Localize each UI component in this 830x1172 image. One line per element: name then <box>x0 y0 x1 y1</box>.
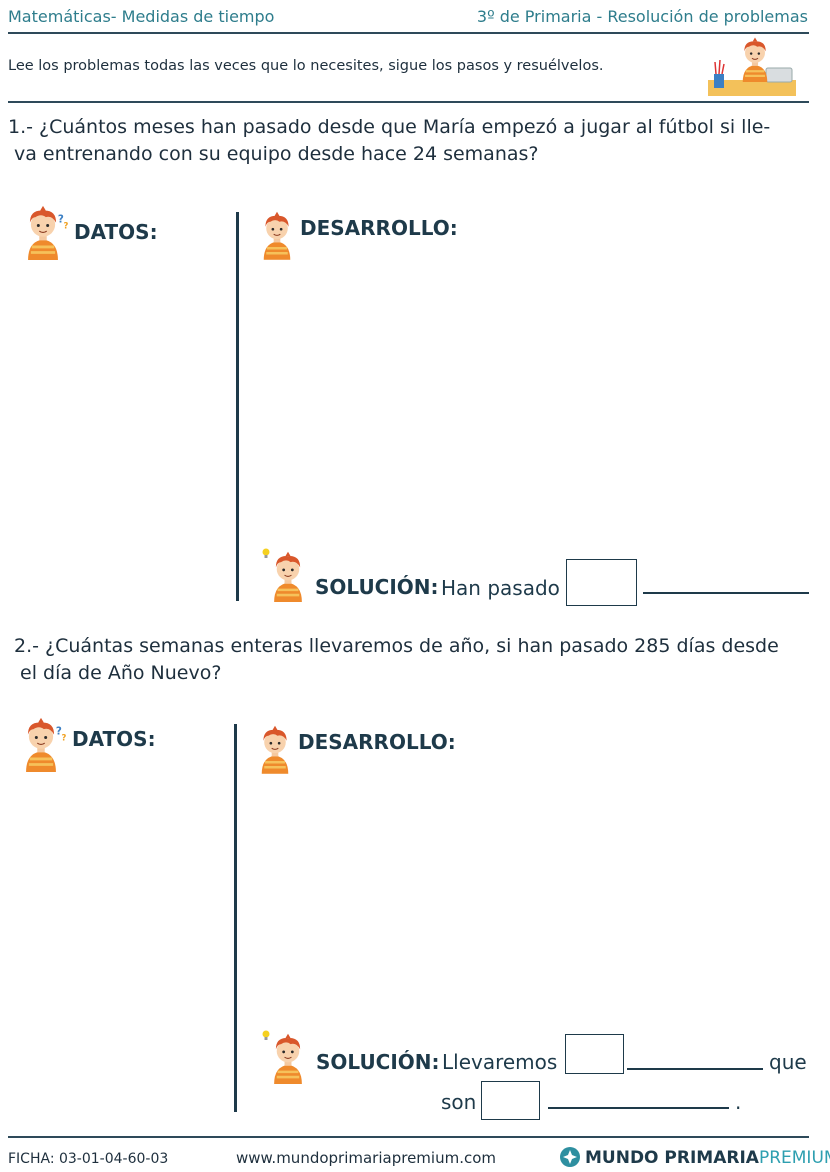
problem2-divider <box>234 724 237 1112</box>
problem1-answer-box[interactable] <box>566 559 637 606</box>
problem1-line2: va entrenando con su equipo desde hace 2… <box>14 143 539 165</box>
problem2-period: . <box>735 1090 742 1114</box>
problem2-line1: 2.- ¿Cuántas semanas enteras llevaremos … <box>14 635 779 657</box>
pondering-kid-icon <box>256 206 298 264</box>
problem1-desarrollo-label: DESARROLLO: <box>300 216 458 240</box>
svg-text:?: ? <box>62 732 67 742</box>
problem1-line1: 1.- ¿Cuántos meses han pasado desde que … <box>8 116 771 138</box>
svg-text:?: ? <box>64 220 69 230</box>
instructions-text: Lee los problemas todas las veces que lo… <box>8 58 604 74</box>
pondering-kid-icon <box>254 720 296 778</box>
thinking-kid-icon: ? ? <box>15 204 71 260</box>
header-subject: Matemáticas- Medidas de tiempo <box>8 7 275 26</box>
kid-at-desk-illustration <box>706 36 798 98</box>
problem2-days-box[interactable] <box>481 1081 540 1120</box>
problem2-weeks-box[interactable] <box>565 1034 624 1074</box>
problem2-datos-label: DATOS: <box>72 727 156 751</box>
instructions-rule <box>8 101 809 103</box>
problem1-answer-unit-line[interactable] <box>643 592 809 594</box>
problem2-weeks-line[interactable] <box>627 1068 763 1070</box>
problem2-desarrollo-label: DESARROLLO: <box>298 730 456 754</box>
brand-logo-icon <box>559 1146 581 1168</box>
idea-kid-icon <box>260 544 312 604</box>
svg-text:?: ? <box>58 214 64 226</box>
problem2-son-text: son <box>441 1090 477 1114</box>
problem2-solucion-label: SOLUCIÓN: <box>316 1050 440 1074</box>
problem1-solucion-label: SOLUCIÓN: <box>315 575 439 599</box>
footer-brand-light: PREMIUM <box>758 1148 830 1168</box>
header-grade: 3º de Primaria - Resolución de problemas <box>476 7 808 26</box>
footer-brand-bold: MUNDO PRIMARIA <box>585 1148 759 1168</box>
header-rule <box>8 32 809 34</box>
thinking-kid-icon: ? ? <box>13 716 69 772</box>
problem2-que-text: que <box>769 1050 807 1074</box>
footer-website[interactable]: www.mundoprimariapremium.com <box>236 1149 496 1167</box>
footer-brand: MUNDO PRIMARIAPREMIUM <box>585 1148 830 1168</box>
problem2-solucion-text: Llevaremos <box>442 1050 558 1074</box>
footer-ficha: FICHA: 03-01-04-60-03 <box>8 1151 169 1167</box>
problem2-days-line[interactable] <box>548 1107 729 1109</box>
problem1-divider <box>236 212 239 601</box>
problem2-line2: el día de Año Nuevo? <box>20 662 222 684</box>
svg-text:?: ? <box>56 726 62 738</box>
problem1-solucion-text: Han pasado <box>441 576 560 600</box>
problem1-datos-label: DATOS: <box>74 220 158 244</box>
footer-rule <box>8 1136 809 1138</box>
idea-kid-icon <box>260 1026 312 1086</box>
